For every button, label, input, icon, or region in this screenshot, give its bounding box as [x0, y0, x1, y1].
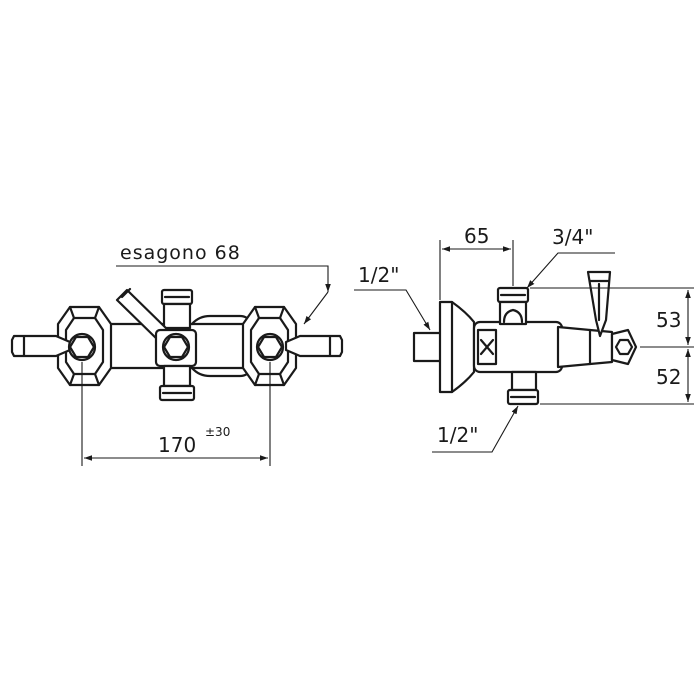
depth-value: 65 [464, 224, 489, 248]
bottom-outlet-callout: 1/2" [432, 405, 519, 453]
side-end-nut [610, 328, 638, 366]
width-value: 170 [158, 433, 196, 457]
height-upper-value: 53 [656, 308, 681, 332]
width-tolerance: ±30 [205, 425, 230, 439]
right-valve-nut [255, 332, 285, 362]
left-lever-handle [10, 334, 72, 358]
front-view: esagono 68 170 ±30 [10, 242, 344, 466]
diverter-assembly [115, 287, 198, 402]
valve-shaft [556, 325, 614, 369]
bottom-outlet-label: 1/2" [437, 423, 478, 447]
wall-flange [438, 300, 476, 394]
height-dimensions: 53 52 [530, 287, 694, 405]
left-valve-nut [67, 332, 97, 362]
depth-dimension: 65 [439, 224, 514, 300]
inlet-callout: 1/2" [354, 263, 431, 331]
hex-size-callout: esagono 68 [116, 242, 331, 325]
side-view: 1/2" 65 3/4" 53 52 1/2" [354, 224, 694, 453]
width-dimension: 170 ±30 [81, 362, 271, 466]
hex-size-label: esagono 68 [120, 242, 241, 264]
top-outlet-callout: 3/4" [526, 225, 615, 289]
inlet-label: 1/2" [358, 263, 399, 287]
top-outlet-label: 3/4" [552, 225, 593, 249]
right-lever-handle [284, 334, 344, 358]
height-lower-value: 52 [656, 365, 681, 389]
